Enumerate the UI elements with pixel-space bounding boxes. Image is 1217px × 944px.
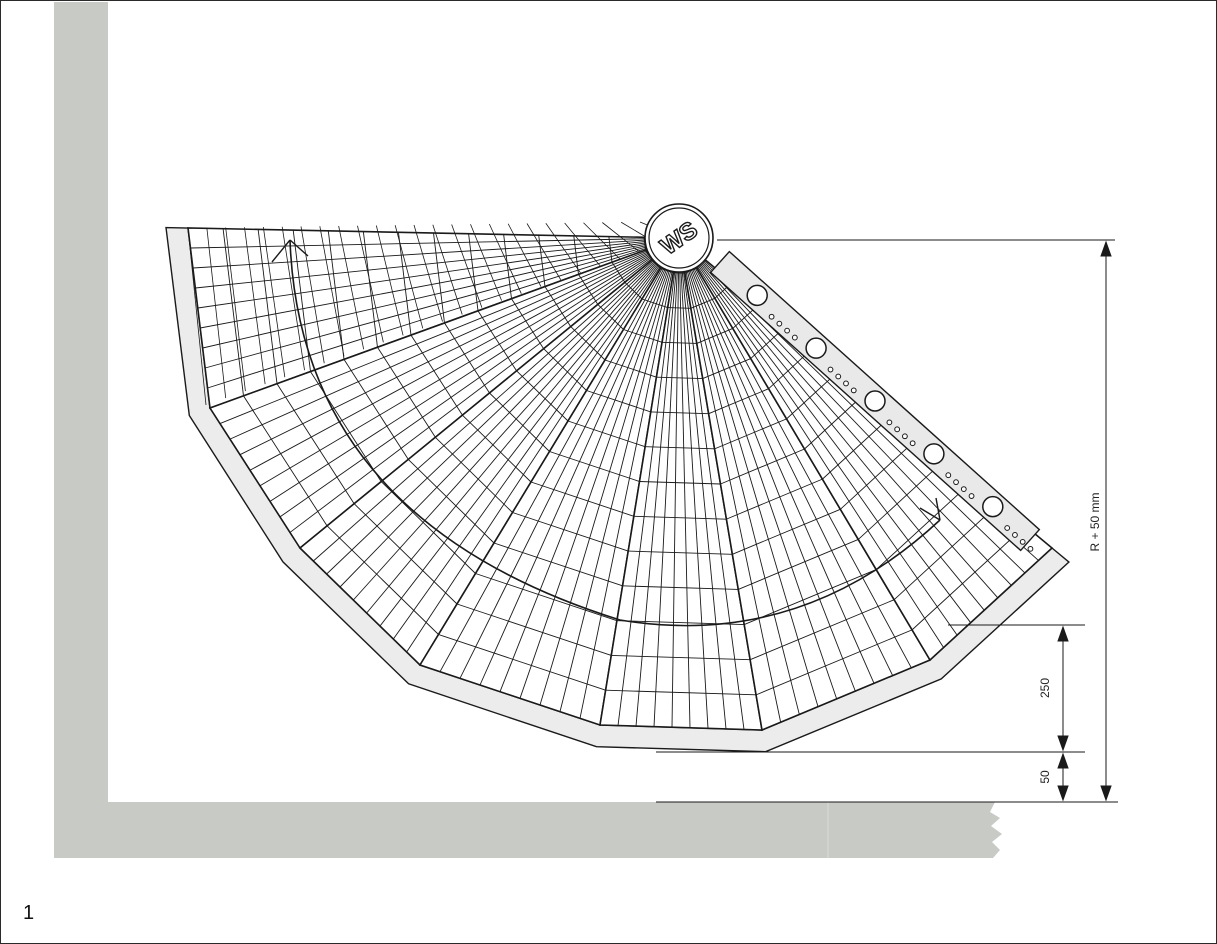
mounting-hole <box>805 337 827 359</box>
arrow-down <box>1100 785 1112 802</box>
wall <box>54 2 1002 858</box>
dimensions <box>656 239 1118 803</box>
wall-vertical <box>54 2 108 858</box>
rotation-arc <box>289 239 941 627</box>
mounting-hole <box>923 443 945 465</box>
wall-gap-dimension-label: 50 <box>1038 770 1052 784</box>
mounting-hole <box>746 284 768 307</box>
corner-carousel-basket <box>165 221 1070 753</box>
arrow-up <box>1100 240 1112 257</box>
figure-number: 1 <box>23 902 35 924</box>
inner-dimension-label: 250 <box>1038 678 1052 698</box>
wall-horizontal <box>54 802 1002 858</box>
mounting-hole <box>864 390 886 412</box>
radius-dimension-label: R + 50 mm <box>1088 492 1102 551</box>
hub: WS <box>644 203 714 273</box>
mounting-hole <box>982 495 1004 518</box>
